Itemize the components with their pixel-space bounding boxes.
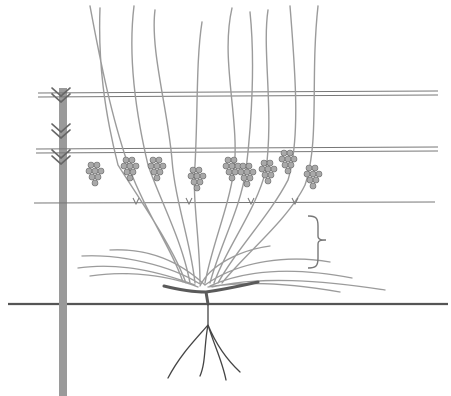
shoot [205,8,235,283]
grape-cluster-icon [188,167,206,191]
fruiting-wire [34,202,435,203]
shoot [90,6,183,282]
grape-cluster-icon [304,165,322,189]
shoot [100,8,186,283]
grape-cluster-icon [238,163,256,187]
grape-cluster-icon [259,160,277,184]
shoot [132,6,190,283]
root [208,325,240,372]
grape-cluster-icon [148,157,166,181]
grape-cluster-icon [279,150,297,174]
grape-cluster-icon [121,157,139,181]
catch-wire-mid-a [36,147,438,149]
grape-cluster-icon [223,157,241,181]
catch-wire-top-a [38,91,438,93]
shoot [154,10,195,283]
trunk [206,292,208,304]
shoots [90,6,318,283]
catch-wire-top-b [38,95,438,97]
lateral-canes [78,246,385,292]
cordon-left [164,286,206,292]
catch-wire-mid-b [36,151,438,153]
shoot [222,6,318,283]
grape-cluster-icon [86,162,104,186]
shoot [218,6,296,283]
roots [168,304,240,380]
